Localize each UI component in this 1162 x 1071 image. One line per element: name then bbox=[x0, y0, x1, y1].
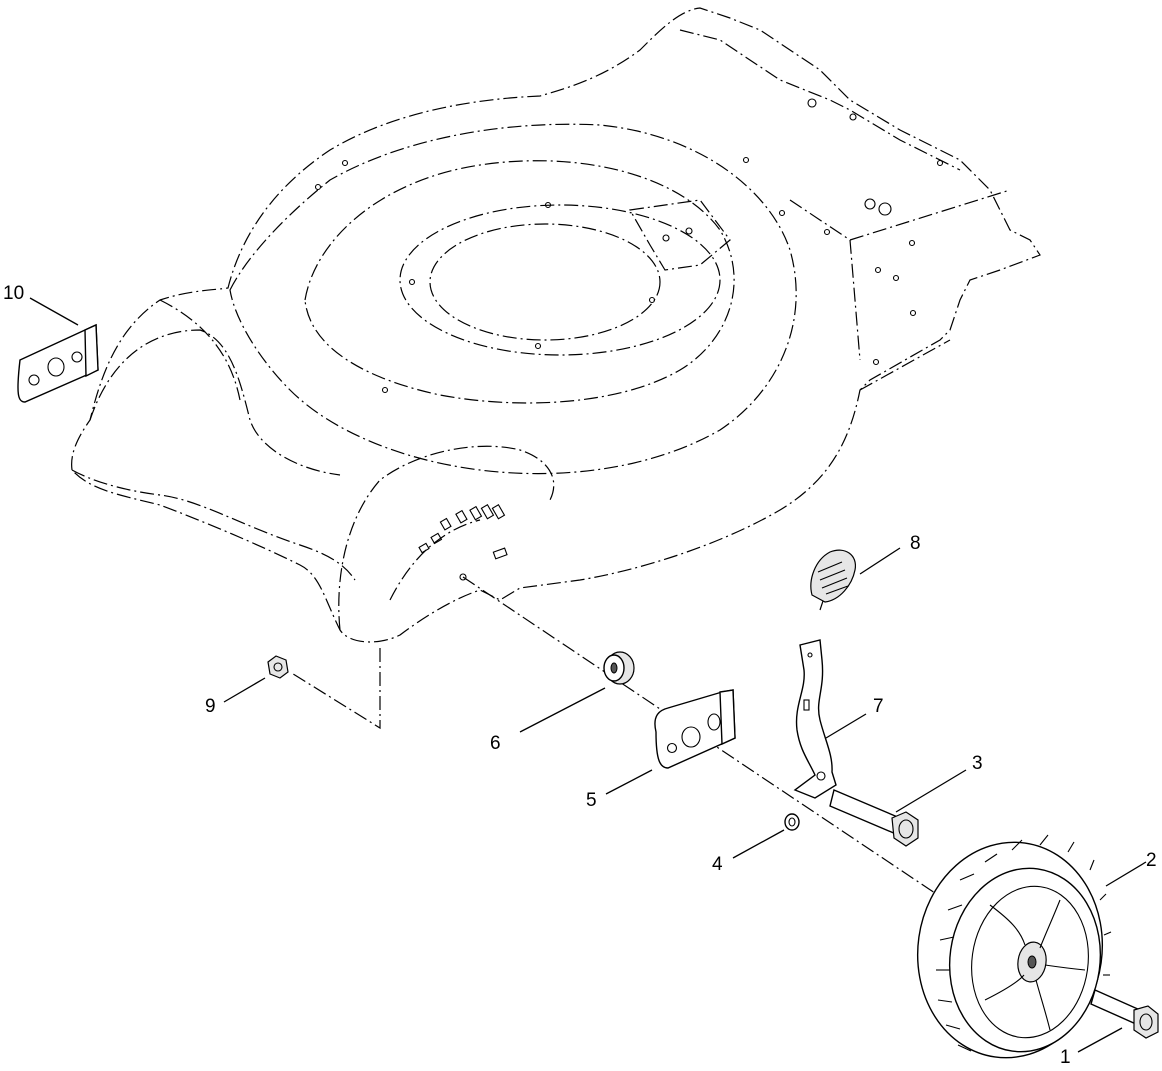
callout-9: 9 bbox=[205, 696, 216, 717]
callout-labels: 10 9 6 5 4 7 8 3 2 1 bbox=[3, 283, 1157, 1068]
part-3-bolt bbox=[829, 789, 919, 847]
callout-2: 2 bbox=[1146, 850, 1157, 871]
part-10-height-adjuster-bracket bbox=[17, 323, 99, 403]
part-1-wheel-bolt bbox=[1090, 989, 1159, 1039]
callout-6: 6 bbox=[490, 733, 501, 754]
callout-4: 4 bbox=[712, 854, 723, 875]
part-9-nut bbox=[267, 655, 289, 679]
mower-deck-housing bbox=[71, 7, 1041, 643]
part-4-washer bbox=[784, 813, 800, 831]
callout-8: 8 bbox=[910, 533, 921, 554]
part-8-cap bbox=[810, 549, 857, 603]
assembly-center-lines bbox=[289, 576, 1021, 951]
callout-10: 10 bbox=[3, 283, 24, 304]
part-5-wheel-bracket bbox=[654, 689, 736, 769]
part-6-spacer bbox=[603, 651, 635, 685]
callout-1: 1 bbox=[1060, 1047, 1071, 1068]
callout-5: 5 bbox=[586, 790, 597, 811]
callout-7: 7 bbox=[873, 696, 884, 717]
part-7-bracket bbox=[793, 639, 837, 799]
leader-lines bbox=[29, 297, 1147, 1053]
part-2-wheel bbox=[916, 834, 1112, 1059]
callout-3: 3 bbox=[972, 753, 983, 774]
